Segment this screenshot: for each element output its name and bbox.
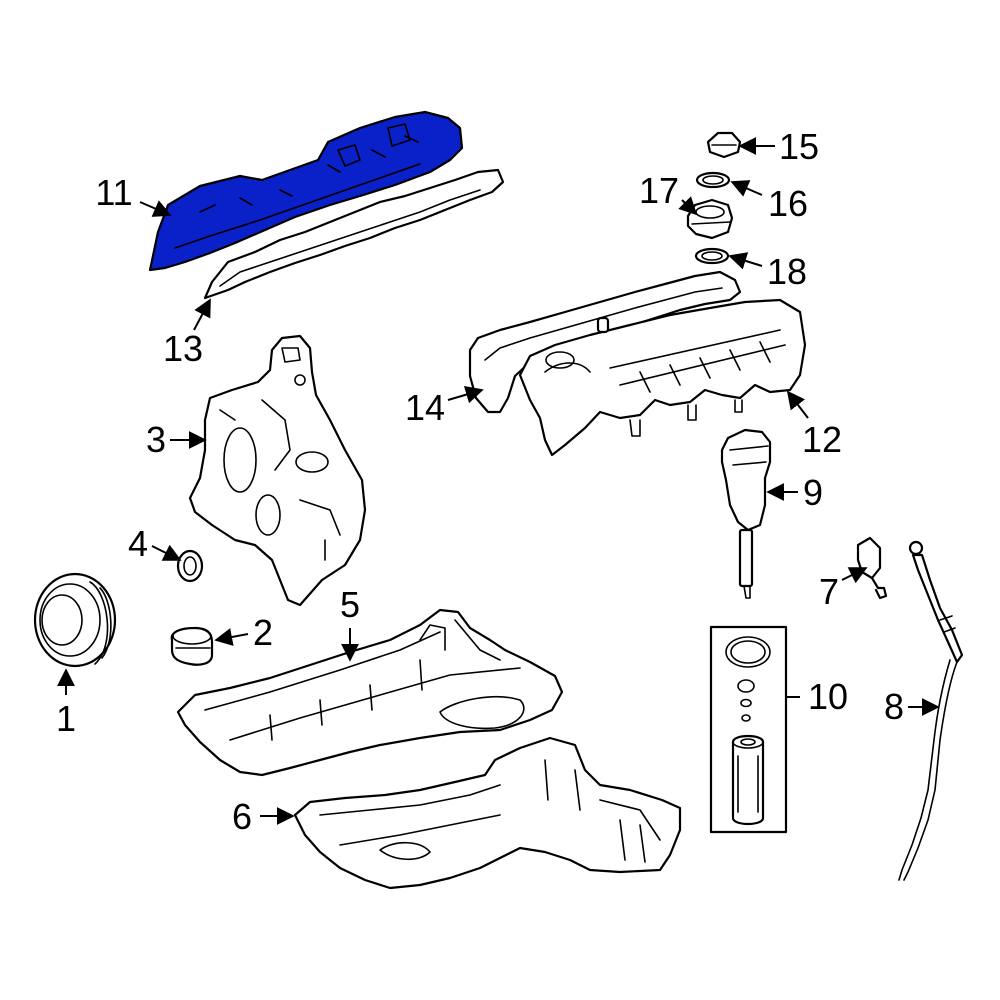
part-3-timing-cover[interactable] bbox=[188, 334, 367, 607]
leader-7 bbox=[841, 567, 868, 584]
callout-6[interactable]: 6 bbox=[232, 796, 252, 837]
callout-5[interactable]: 5 bbox=[340, 584, 360, 625]
part-7-body bbox=[856, 536, 882, 580]
leader-lines bbox=[57, 137, 940, 825]
leader-17 bbox=[678, 196, 698, 216]
part-10-filter-kit[interactable] bbox=[709, 625, 788, 834]
callout-2[interactable]: 2 bbox=[253, 612, 273, 653]
part-4-seal[interactable] bbox=[176, 549, 204, 583]
part-12-body bbox=[518, 298, 807, 457]
part-18-seal-ring[interactable] bbox=[694, 247, 730, 265]
part-12-valve-cover[interactable] bbox=[518, 298, 807, 457]
leader-14 bbox=[447, 385, 484, 404]
part-8-dipstick-tube[interactable] bbox=[898, 540, 964, 881]
part-14-body bbox=[468, 270, 742, 414]
callout-8[interactable]: 8 bbox=[884, 686, 904, 727]
part-13-gasket[interactable] bbox=[203, 168, 505, 300]
leader-12 bbox=[786, 390, 809, 419]
part-2-body bbox=[170, 626, 214, 666]
part-16-seal-ring[interactable] bbox=[695, 171, 731, 189]
part-6-oil-pan-lower[interactable] bbox=[293, 736, 682, 890]
part-3-body bbox=[188, 334, 367, 607]
callout-13[interactable]: 13 bbox=[163, 328, 203, 369]
callout-3[interactable]: 3 bbox=[146, 419, 166, 460]
callout-14[interactable]: 14 bbox=[405, 387, 445, 428]
callout-4[interactable]: 4 bbox=[128, 523, 148, 564]
leader-4 bbox=[151, 544, 182, 561]
part-8-body bbox=[911, 553, 964, 664]
callout-labels: 1 2 3 4 5 6 7 8 9 10 11 12 13 14 15 16 1… bbox=[56, 126, 904, 837]
part-6-body bbox=[293, 736, 682, 890]
part-7-sensor[interactable] bbox=[856, 536, 888, 600]
part-11-highlighted-cover[interactable] bbox=[148, 110, 464, 272]
callout-17[interactable]: 17 bbox=[639, 170, 679, 211]
callout-7[interactable]: 7 bbox=[819, 571, 839, 612]
callout-18[interactable]: 18 bbox=[767, 251, 807, 292]
part-1-pulley[interactable] bbox=[33, 572, 117, 668]
part-15-cap[interactable] bbox=[706, 131, 742, 159]
part-2-bushing[interactable] bbox=[170, 626, 214, 666]
part-5-oil-pan-upper[interactable] bbox=[176, 608, 564, 777]
callout-9[interactable]: 9 bbox=[803, 472, 823, 513]
callout-16[interactable]: 16 bbox=[768, 183, 808, 224]
callout-12[interactable]: 12 bbox=[802, 419, 842, 460]
leader-18 bbox=[728, 252, 763, 270]
leader-16 bbox=[730, 180, 763, 197]
part-17-filler-neck[interactable] bbox=[686, 198, 734, 240]
callout-11[interactable]: 11 bbox=[95, 172, 132, 213]
leader-13 bbox=[193, 298, 211, 331]
leader-11 bbox=[139, 200, 172, 217]
part-9-filter-housing[interactable] bbox=[720, 428, 772, 599]
leader-2 bbox=[214, 628, 249, 646]
callout-10[interactable]: 10 bbox=[808, 676, 848, 717]
callout-1[interactable]: 1 bbox=[56, 698, 76, 739]
part-17-body bbox=[686, 198, 734, 240]
part-9-body bbox=[720, 428, 772, 532]
callout-15[interactable]: 15 bbox=[779, 126, 819, 167]
